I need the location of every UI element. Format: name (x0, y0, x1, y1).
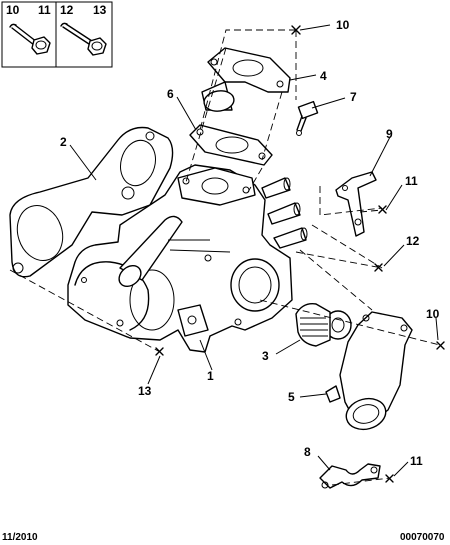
temperature-sensor-part-7 (296, 100, 319, 136)
bolt-icon (9, 23, 51, 55)
water-outlet-housing-part-1 (67, 164, 308, 353)
header-label-13: 13 (93, 3, 107, 17)
clip-part-5 (325, 385, 341, 403)
cross-marker-icon (378, 205, 387, 214)
footer-date: 11/2010 (2, 532, 38, 543)
header-label-12: 12 (60, 3, 74, 17)
callout-4: 4 (320, 69, 327, 83)
bolt-reference-box: 10 11 12 13 (1, 1, 113, 68)
callout-10-right: 10 (426, 307, 440, 321)
callout-11-upper: 11 (405, 174, 418, 188)
bracket-part-8 (319, 463, 381, 489)
bracket-part-9 (335, 171, 377, 237)
callout-10-top: 10 (336, 18, 350, 32)
cross-marker-icon (291, 25, 301, 35)
bolt-icon (60, 22, 107, 56)
header-label-11: 11 (38, 3, 51, 17)
callout-13: 13 (138, 384, 152, 398)
cross-marker-icon (436, 341, 445, 350)
callout-11-lower: 11 (410, 454, 423, 468)
callout-5: 5 (288, 390, 295, 404)
callout-2: 2 (60, 135, 67, 149)
callout-1: 1 (207, 369, 214, 383)
cross-marker-icon (374, 263, 383, 272)
gasket-part-6 (189, 124, 273, 166)
header-label-10: 10 (6, 3, 20, 17)
callout-6: 6 (167, 87, 174, 101)
callout-8: 8 (304, 445, 311, 459)
callout-7: 7 (350, 90, 357, 104)
gasket-part-2 (9, 126, 174, 278)
leader-lines (69, 24, 439, 477)
footer-code: 00070070 (400, 532, 445, 543)
cross-marker-icon (385, 474, 394, 483)
outlet-elbow-part-4 (201, 47, 291, 112)
thermostat-part-3 (295, 303, 352, 347)
callout-12: 12 (406, 234, 420, 248)
alignment-lines (9, 29, 441, 486)
cross-marker-icon (155, 347, 164, 356)
callout-3: 3 (262, 349, 269, 363)
callout-9: 9 (386, 127, 393, 141)
thermostat-cover-part-10 (339, 311, 413, 431)
